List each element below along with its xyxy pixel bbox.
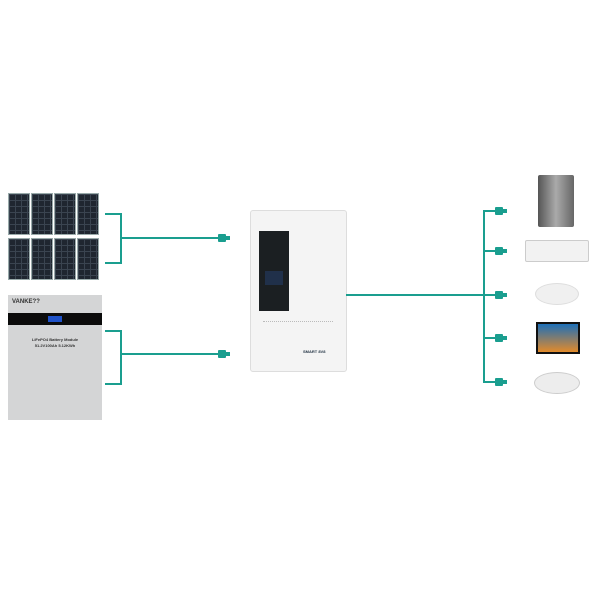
ceiling-light-icon: [535, 283, 579, 305]
air-conditioner-icon: [525, 240, 589, 262]
television-icon: [536, 322, 580, 354]
plug-icon: [218, 234, 230, 242]
smoke-detector-light-icon: [534, 372, 580, 394]
inverter-display-panel: [259, 231, 289, 311]
battery-module: VANKE?? LiFePO4 Battery Module 51.2V100A…: [8, 295, 102, 420]
solar-panel-array: [8, 193, 102, 281]
battery-spec: 51.2V100Ah 5.12KWh: [34, 343, 76, 348]
inverter-brand: SMART 8V8: [303, 349, 326, 354]
inverter-buttons: [263, 321, 333, 328]
battery-brand: VANKE??: [12, 299, 40, 305]
plug-icon: [218, 350, 230, 358]
battery-display-strip: [8, 313, 102, 325]
battery-label: LiFePO4 Battery Module: [31, 337, 79, 342]
refrigerator-icon: [538, 175, 574, 227]
inverter: SMART 8V8: [250, 210, 347, 372]
